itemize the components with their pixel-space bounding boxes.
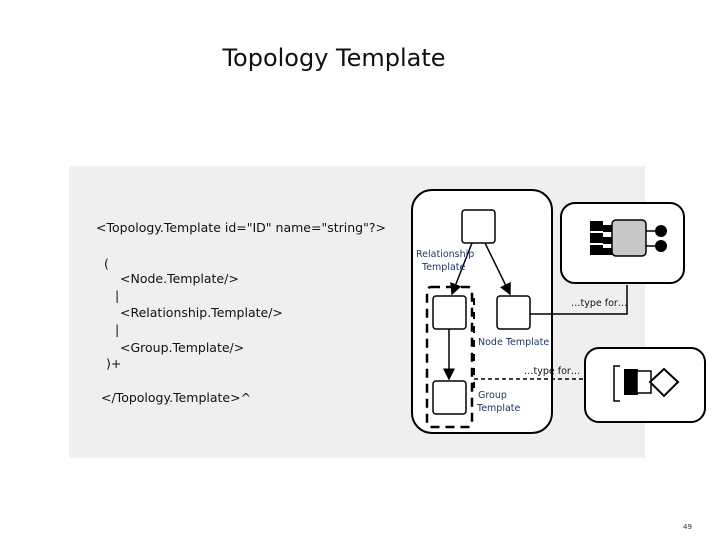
type-for-label-group: …type for… [524,366,581,377]
relationship-template-label-line1: Relationship [416,249,475,260]
group-type-symbol [613,365,680,402]
node-template-label: Node Template [478,337,550,348]
type-for-connector-node [530,285,628,315]
code-line-paren-open: ( [104,256,109,271]
node-template-top [461,209,496,244]
group-template-label-line1: Group [478,390,507,401]
page-number: 49 [683,523,692,531]
code-line-node-template: <Node.Template/> [120,271,239,286]
type-for-label-node: …type for… [571,298,628,309]
code-line-topology-open: <Topology.Template id="ID" name="string"… [96,220,386,235]
slide-title: Topology Template [222,44,446,72]
node-template-bottom [432,380,467,415]
node-template-left [432,295,467,330]
code-line-group-template: <Group.Template/> [120,340,245,355]
code-line-topology-close: </Topology.Template>^ [101,390,252,405]
relationship-arrow-left [450,242,473,296]
code-line-pipe-1: | [115,288,120,303]
node-type-symbol [590,219,667,257]
node-template-right [496,295,531,330]
code-line-paren-close: )+ [106,356,122,371]
code-line-relationship-template: <Relationship.Template/> [120,305,283,320]
group-template-label-line2: Template [477,403,521,414]
relationship-arrow-right [484,242,511,296]
relationship-template-label-line2: Template [422,262,466,273]
group-template-boundary [425,285,474,429]
code-line-pipe-2: | [115,322,120,337]
